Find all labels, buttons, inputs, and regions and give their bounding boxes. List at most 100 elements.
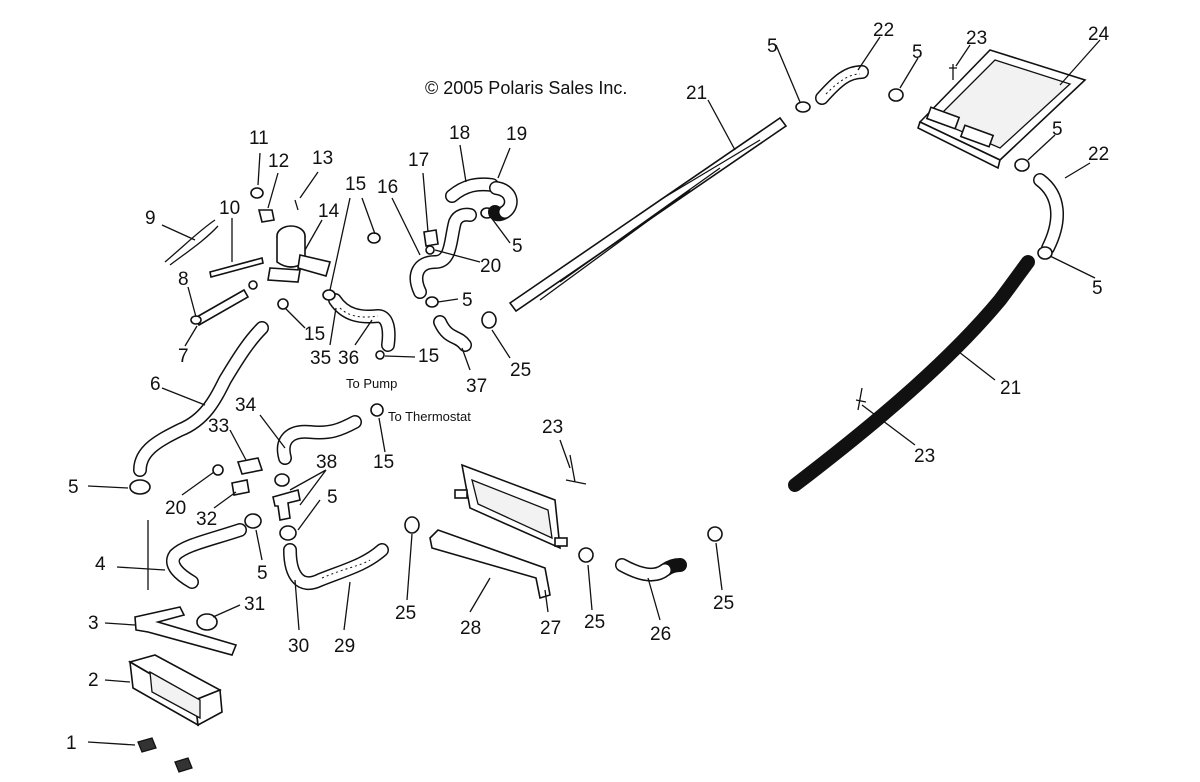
nut-20-lower <box>212 464 224 476</box>
callout-5-i: 5 <box>1092 278 1103 299</box>
to-pump-note: To Pump <box>346 376 397 391</box>
callout-1: 1 <box>66 733 77 754</box>
callout-5-b: 5 <box>512 236 523 257</box>
callout-37: 37 <box>466 376 487 397</box>
callout-5-h: 5 <box>1052 119 1063 140</box>
oil-cooler-2 <box>127 654 223 727</box>
clamp-31 <box>196 613 218 631</box>
callout-32: 32 <box>196 509 217 530</box>
bracket-33 <box>236 457 264 475</box>
callout-18: 18 <box>449 123 470 144</box>
callout-28: 28 <box>460 618 481 639</box>
hose-6 <box>133 321 269 477</box>
callout-7: 7 <box>178 346 189 367</box>
clip-13 <box>294 199 299 211</box>
clamp-25-b <box>578 547 594 563</box>
callout-23-a: 23 <box>542 417 563 438</box>
callout-23-b: 23 <box>966 28 987 49</box>
tee-fitting-38 <box>272 488 301 521</box>
callout-31: 31 <box>244 594 265 615</box>
callout-20-a: 20 <box>480 256 501 277</box>
callout-27: 27 <box>540 618 561 639</box>
plug-20-upper <box>425 245 435 255</box>
callout-16: 16 <box>377 177 398 198</box>
callout-5-c: 5 <box>462 290 473 311</box>
callout-25-b: 25 <box>395 603 416 624</box>
cap-11 <box>250 187 264 199</box>
rivet-23-right <box>855 387 867 411</box>
fitting-17 <box>423 229 439 247</box>
clamp-15-left <box>322 289 336 301</box>
nut-8 <box>248 280 258 290</box>
callout-25-c: 25 <box>584 612 605 633</box>
callout-29: 29 <box>334 636 355 657</box>
callout-24: 24 <box>1088 24 1110 45</box>
hose-4 <box>166 523 247 589</box>
callout-19: 19 <box>506 124 527 145</box>
callout-17: 17 <box>408 150 429 171</box>
clamp-5-set <box>129 88 1053 541</box>
bail-wire-9 <box>164 219 219 266</box>
callout-5-g: 5 <box>912 42 923 63</box>
pipe-8 <box>193 288 250 327</box>
callout-22-b: 22 <box>1088 144 1109 165</box>
clamp-15-upper <box>367 232 381 244</box>
clamp-25-c <box>707 526 723 542</box>
heat-exchanger-24 <box>917 49 1087 170</box>
callout-20-b: 20 <box>165 498 186 519</box>
coolant-tube-21-upper <box>508 116 788 313</box>
callout-36: 36 <box>338 348 359 369</box>
callout-15-d: 15 <box>373 452 394 473</box>
cap-12 <box>257 209 275 223</box>
clamp-25-a <box>404 516 420 534</box>
rivet-23-top <box>949 64 957 80</box>
callout-15-b: 15 <box>304 324 325 345</box>
clip-1-b <box>174 757 193 773</box>
callout-30: 30 <box>288 636 309 657</box>
callout-5-e: 5 <box>257 563 268 584</box>
callout-23-c: 23 <box>914 446 935 467</box>
clamp-25-upper <box>481 311 497 329</box>
clip-1-a <box>137 737 157 753</box>
clamp-15-thermostat <box>370 403 384 417</box>
copyright-text: © 2005 Polaris Sales Inc. <box>425 78 627 98</box>
callout-22-a: 22 <box>873 20 894 41</box>
bracket-3 <box>134 606 238 656</box>
hose-22-right <box>1033 173 1064 255</box>
heat-exchanger-27 <box>454 463 568 550</box>
callout-3: 3 <box>88 613 99 634</box>
callout-14: 14 <box>318 201 340 222</box>
callout-13: 13 <box>312 148 333 169</box>
callout-12: 12 <box>268 151 289 172</box>
rivet-23-middle <box>565 454 587 485</box>
callout-38: 38 <box>316 452 337 473</box>
coolant-hose-21-lower <box>788 255 1035 492</box>
callout-5-f: 5 <box>767 36 778 57</box>
hose-29-30 <box>283 543 389 591</box>
bolt-32 <box>231 479 250 496</box>
hose-34 <box>276 415 362 465</box>
callout-34: 34 <box>235 395 257 416</box>
callout-5-d: 5 <box>327 487 338 508</box>
hose-22-top <box>815 65 869 105</box>
callout-11: 11 <box>249 128 269 149</box>
callout-35: 35 <box>310 348 331 369</box>
callout-5-a: 5 <box>68 477 79 498</box>
callout-15-a: 15 <box>345 174 366 195</box>
callout-4: 4 <box>95 554 106 575</box>
hose-19 <box>488 181 518 222</box>
fitting-15-low <box>375 350 385 360</box>
clamp-15-mid <box>277 298 289 310</box>
callout-25-d: 25 <box>713 593 734 614</box>
hose-26 <box>615 558 687 582</box>
hose-16 <box>409 207 477 299</box>
thermostat-housing-14 <box>267 225 332 283</box>
callout-10: 10 <box>219 198 240 219</box>
callout-21-a: 21 <box>686 83 707 104</box>
clamp-7 <box>190 315 202 325</box>
callout-labels: 1 2 3 4 5 6 7 8 9 10 11 12 13 14 15 15 1… <box>66 20 1110 754</box>
callout-2: 2 <box>88 670 99 691</box>
callout-6: 6 <box>150 374 161 395</box>
to-thermostat-note: To Thermostat <box>388 409 471 424</box>
